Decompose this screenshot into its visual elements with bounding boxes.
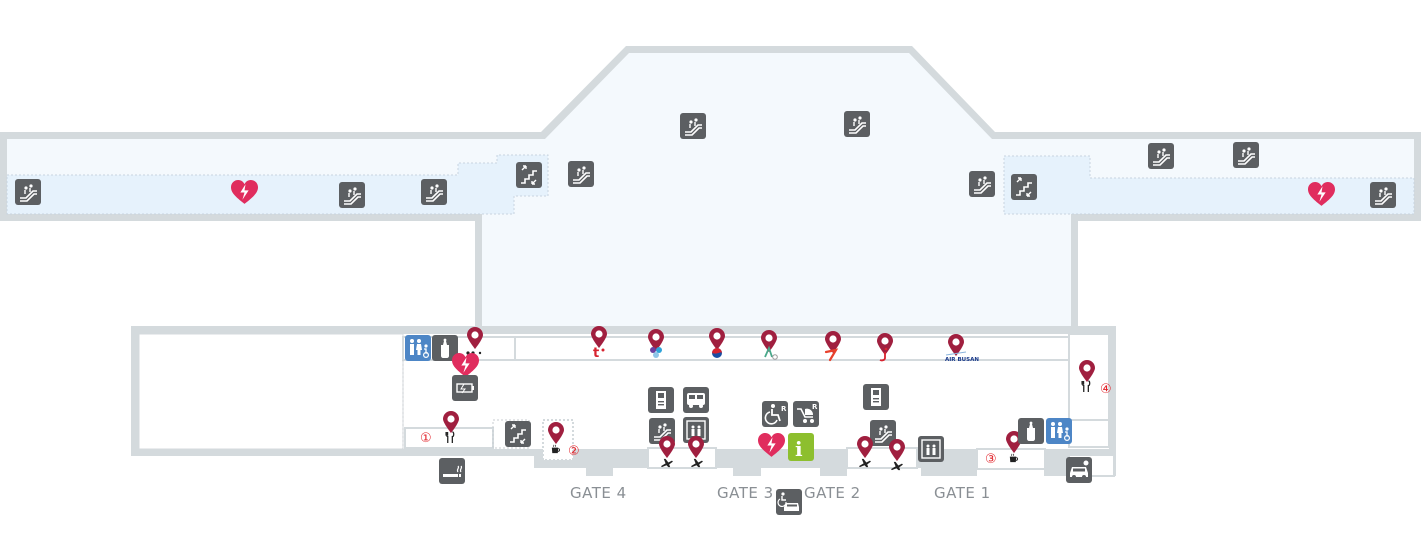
airline-counter-pins: t <box>591 326 979 363</box>
air-busan-text: AIR BUSAN <box>945 357 979 363</box>
nursing-room-icon[interactable] <box>1018 418 1044 444</box>
left-corridor <box>6 154 549 215</box>
cafe-3-badge: ③ <box>985 452 1019 467</box>
escalator-icon[interactable] <box>568 161 594 187</box>
self-checkin-kiosk-icon[interactable] <box>648 387 674 413</box>
escalator-icon[interactable] <box>680 113 706 139</box>
escalator-icon[interactable] <box>15 179 41 205</box>
gate-3-label: GATE 3 <box>717 484 774 502</box>
information-icon[interactable]: i <box>788 433 814 461</box>
escalator-icon[interactable] <box>339 182 365 208</box>
stroller-rental-icon[interactable] <box>793 401 819 427</box>
cafe-2-badge: ② <box>551 444 580 459</box>
escalator-icon[interactable] <box>969 171 995 197</box>
lower-left-hall <box>138 333 404 450</box>
right-corridor <box>1003 155 1415 215</box>
tway-logo: t <box>593 346 605 361</box>
restroom-icon[interactable] <box>1046 418 1072 444</box>
jeju-air-j-logo <box>879 347 888 362</box>
jeju-air-logo <box>824 348 839 362</box>
floor-plan <box>0 46 1421 477</box>
accessible-vehicle-icon[interactable] <box>776 489 802 515</box>
restaurant-1-room <box>404 427 494 449</box>
gate-3-room <box>647 447 717 469</box>
gate-2-room <box>846 447 918 469</box>
stairs-icon[interactable] <box>505 421 531 447</box>
escalator-icon[interactable] <box>844 111 870 137</box>
bus-icon[interactable] <box>683 387 709 413</box>
gate-1-label: GATE 1 <box>934 484 991 502</box>
cafe-number: ③ <box>985 452 997 467</box>
asiana-logo <box>764 345 778 360</box>
gate-2-label: GATE 2 <box>804 484 861 502</box>
upper-concourse-floor <box>7 53 1414 334</box>
jin-air-logo <box>650 347 662 358</box>
smoking-room-icon[interactable] <box>439 458 465 484</box>
restroom-icon[interactable] <box>405 335 431 361</box>
restaurant-4-badge: ④ <box>1081 380 1112 397</box>
stairs-icon[interactable] <box>516 162 542 188</box>
gate-4-label: GATE 4 <box>570 484 627 502</box>
restaurant-1-badge: ① <box>420 431 455 446</box>
lower-icons: ① ② i <box>405 327 1112 515</box>
air-busan-logo: AIR BUSAN <box>945 351 979 363</box>
wheelchair-rental-icon[interactable] <box>762 401 788 427</box>
korean-air-logo <box>712 348 722 358</box>
svg-text:t: t <box>593 346 599 361</box>
restaurant-number: ① <box>420 431 432 446</box>
escalator-icon[interactable] <box>1233 142 1259 168</box>
cafe-number: ② <box>568 444 580 459</box>
self-checkin-kiosk-icon[interactable] <box>863 384 889 410</box>
parking-car-icon[interactable] <box>1066 457 1092 483</box>
info-glyph: i <box>795 437 803 461</box>
gate-labels: GATE 4 GATE 3 GATE 2 GATE 1 <box>570 484 991 502</box>
escalator-icon[interactable] <box>421 179 447 205</box>
battery-charging-icon[interactable] <box>452 375 478 401</box>
escalator-icon[interactable] <box>1148 143 1174 169</box>
stairs-icon[interactable] <box>1011 174 1037 200</box>
elevator-icon[interactable] <box>918 436 944 462</box>
escalator-icon[interactable] <box>1370 182 1396 208</box>
restaurant-number: ④ <box>1100 382 1112 397</box>
restroom-right-room <box>1068 419 1110 448</box>
